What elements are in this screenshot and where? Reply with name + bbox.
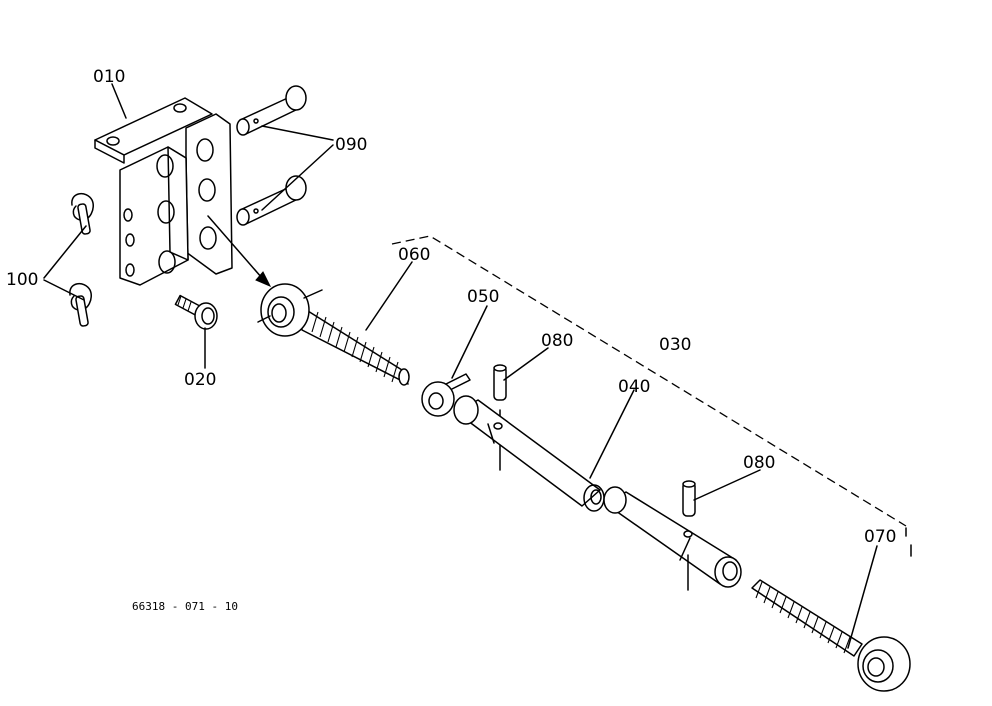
- turnbuckle-tube-part: [603, 486, 742, 591]
- callout-040: 040: [618, 377, 650, 397]
- lock-nut-part: [421, 373, 471, 417]
- callout-080-upper: 080: [541, 331, 573, 351]
- callout-050: 050: [467, 287, 499, 307]
- callout-090: 090: [335, 135, 367, 155]
- bolt-part: [174, 294, 218, 330]
- rod-end-lower-part: [751, 579, 911, 692]
- callout-010: 010: [93, 67, 125, 87]
- pin-lower-part: [236, 175, 307, 226]
- callout-100: 100: [6, 270, 38, 290]
- tube-part: [453, 395, 605, 512]
- callout-020: 020: [184, 370, 216, 390]
- callout-060: 060: [398, 245, 430, 265]
- lynch-pin-lower-part: [69, 283, 92, 327]
- spring-pin-lower-part: [682, 480, 696, 517]
- pin-upper-part: [236, 85, 307, 136]
- rod-end-upper-part: [257, 283, 410, 386]
- callout-070: 070: [864, 527, 896, 547]
- leader-lines: [43, 83, 912, 649]
- bracket-part: [94, 97, 233, 286]
- callout-080-lower: 080: [743, 453, 775, 473]
- callout-030: 030: [659, 335, 691, 355]
- drawing-number: 66318 - 071 - 10: [132, 600, 238, 613]
- lynch-pin-upper-part: [71, 193, 94, 235]
